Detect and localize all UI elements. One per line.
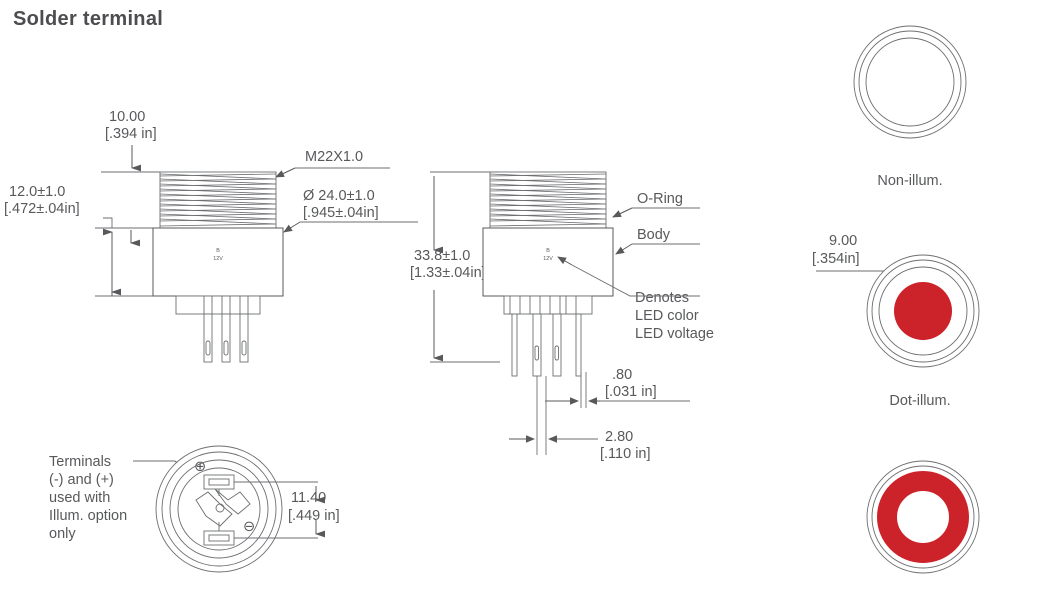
dim-body-height-inch: [.472±.04in] — [4, 201, 80, 217]
dim-pin-thickness-value: .80 — [612, 367, 632, 383]
dim-body-diameter-value: Ø 24.0±1.0 — [303, 188, 375, 204]
dim-terminal-spacing-inch: [.449 in] — [288, 508, 340, 524]
led-marking-color-side: B — [546, 248, 550, 254]
face-view-non-illum: Non-illum. — [853, 25, 967, 189]
dim-body-diameter-inch: [.945±.04in] — [303, 205, 379, 221]
dim-pin-thickness-inch: [.031 in] — [605, 384, 657, 400]
leader-body-height — [103, 217, 113, 228]
terminal-pad-top — [203, 474, 235, 490]
note-terminals-line3: used with — [49, 490, 110, 506]
led-marking-voltage-side: 12V — [543, 256, 553, 262]
callout-led-denote-line3: LED voltage — [635, 326, 714, 342]
leader-led-denote-arrow — [557, 256, 573, 266]
non-illum-lens-circle — [865, 37, 955, 127]
pin-group — [203, 295, 249, 363]
note-terminals-line4: Illum. option — [49, 508, 127, 524]
dim-overall-height-value: 33.8±1.0 — [414, 248, 470, 264]
leader-led-denote-line — [571, 264, 700, 297]
face-view-ring-illum — [866, 460, 980, 574]
led-marking-voltage: 12V — [213, 256, 223, 262]
body-block-side — [482, 227, 614, 297]
dim-overall-height-inch: [1.33±.04in] — [410, 265, 486, 281]
callout-led-denote-line1: Denotes — [635, 290, 689, 306]
ring-illum-led-ring — [877, 471, 969, 563]
pin-base — [175, 295, 261, 315]
leader-body-arrow — [615, 243, 633, 255]
terminal-pad-bottom — [203, 530, 235, 546]
callout-thread-spec: M22X1.0 — [305, 149, 363, 165]
dim-dot-diameter-inch: [.354in] — [812, 251, 860, 267]
thread-hatching-side — [489, 173, 607, 227]
dim-thread-length-inch: [.394 in] — [105, 126, 157, 142]
internal-contact-linkage — [195, 488, 251, 531]
leader-thread-spec-arrow — [275, 167, 296, 178]
face-label-non-illum: Non-illum. — [877, 173, 942, 189]
callout-body: Body — [637, 227, 671, 243]
dim-terminal-spacing-value: 11.40 — [291, 490, 326, 506]
dim-pin-width-value: 2.80 — [605, 429, 633, 445]
face-view-dot-illum: 9.00 [.354in] Dot-illum. — [812, 233, 980, 409]
note-terminals-line1: Terminals — [49, 454, 111, 470]
leader-o-ring-arrow — [612, 207, 633, 218]
dim-pin-width-inch: [.110 in] — [600, 446, 651, 462]
leader-diameter-arrow — [283, 221, 301, 233]
dim-thread-length-value: 10.00 — [109, 109, 145, 125]
dim-dot-diameter-value: 9.00 — [829, 233, 857, 249]
led-marking-color: B — [216, 248, 220, 254]
terminal-minus-symbol: ⊖ — [243, 519, 255, 535]
face-label-dot-illum: Dot-illum. — [889, 393, 950, 409]
thread-hatching — [159, 173, 277, 227]
side-section-view: 33.8±1.0 [1.33±.04in] — [410, 171, 714, 462]
front-section-view: 10.00 [.394 in] 12.0±1.0 [.472±.04in] M2… — [4, 109, 418, 363]
terminal-plus-symbol: ⊕ — [194, 459, 206, 475]
note-terminals-line5: only — [49, 526, 76, 542]
body-block — [152, 227, 284, 297]
callout-o-ring: O-Ring — [637, 191, 683, 207]
dot-illum-led-dot — [894, 282, 952, 340]
note-terminals-line2: (-) and (+) — [49, 472, 114, 488]
rear-boss-circle — [177, 467, 261, 551]
dim-body-height-value: 12.0±1.0 — [9, 184, 65, 200]
page-title: Solder terminal — [13, 8, 164, 30]
pin-group-side — [509, 295, 582, 377]
terminal-bottom-view: Terminals (-) and (+) used with Illum. o… — [49, 445, 340, 573]
callout-led-denote-line2: LED color — [635, 308, 699, 324]
